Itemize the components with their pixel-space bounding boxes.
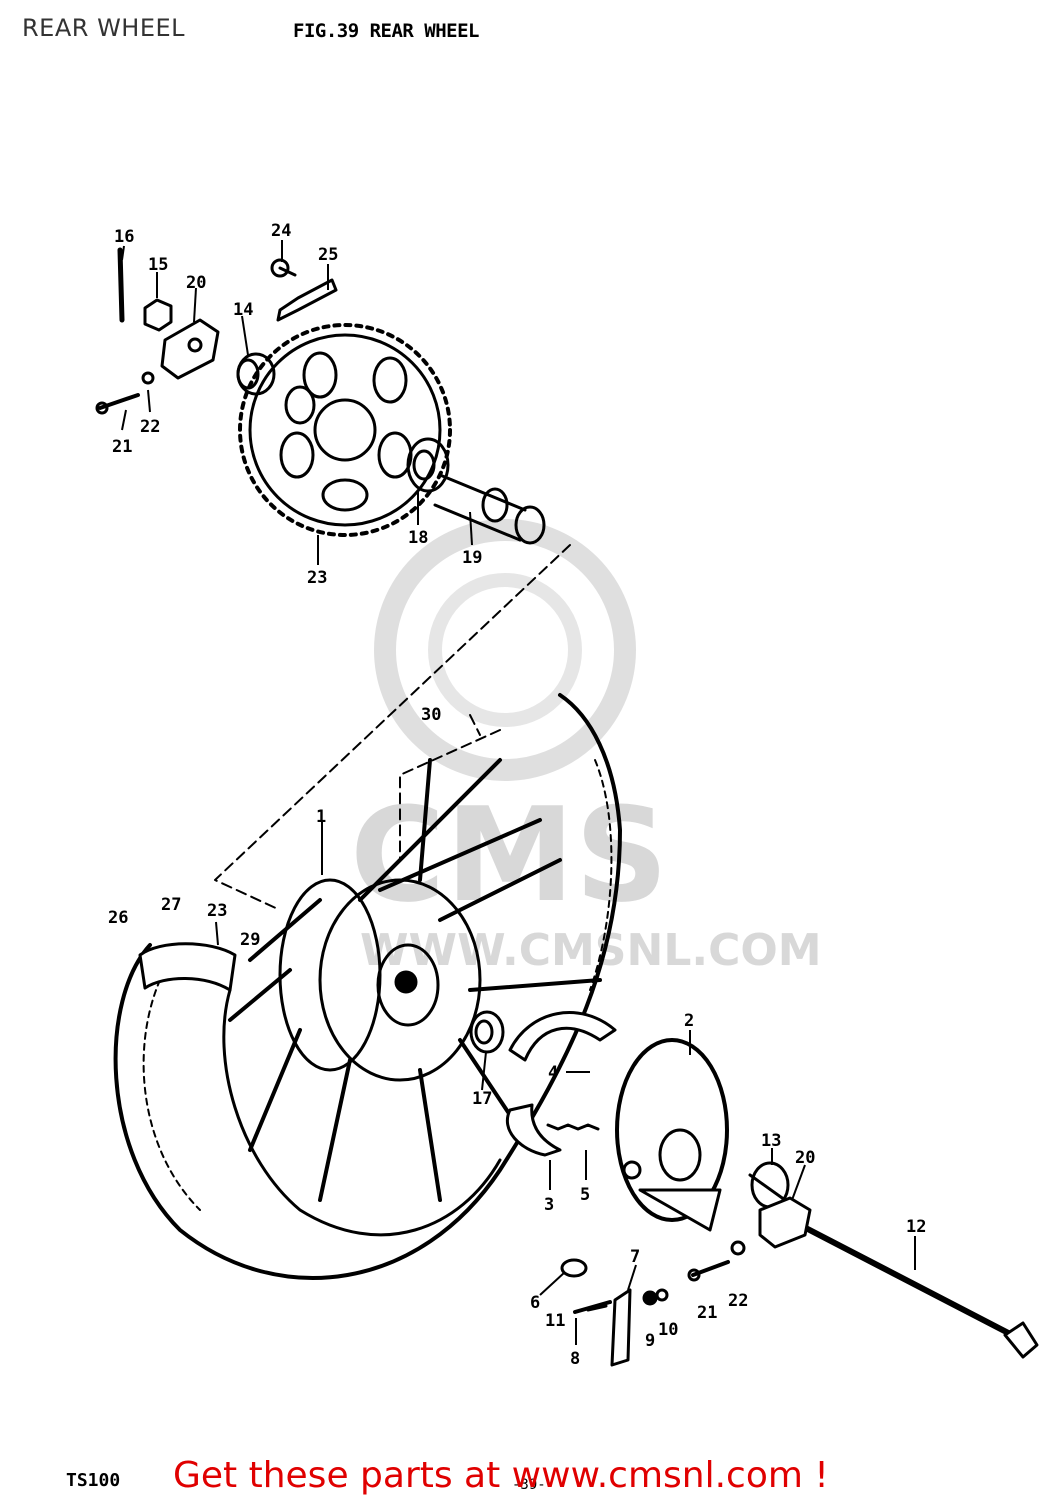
callout-5: 5 [580, 1185, 590, 1205]
callout-30: 30 [421, 705, 441, 725]
rim-band-27 [138, 942, 237, 992]
bolt-8 [573, 1300, 612, 1314]
callout-10: 10 [658, 1320, 678, 1340]
callout-13: 13 [761, 1131, 781, 1151]
callout-7: 7 [630, 1247, 640, 1267]
callout-21-lower: 21 [697, 1303, 717, 1323]
callout-22-lower: 22 [728, 1291, 748, 1311]
washer-10 [655, 1288, 669, 1302]
bolt-21-top [95, 393, 140, 415]
callout-12: 12 [906, 1217, 926, 1237]
callout-21-top: 21 [112, 437, 132, 457]
cam-lever-7 [610, 1288, 632, 1367]
callout-2: 2 [684, 1011, 694, 1031]
callout-labels: 16 15 20 14 24 25 21 22 23 18 19 30 1 26… [108, 221, 926, 1369]
callout-3: 3 [544, 1195, 554, 1215]
callout-20-top: 20 [186, 273, 206, 293]
callout-15: 15 [148, 255, 168, 275]
callout-19: 19 [462, 548, 482, 568]
figure-title: FIG.39 REAR WHEEL [293, 20, 479, 42]
get-parts-link[interactable]: Get these parts at www.cmsnl.com ! [173, 1455, 829, 1496]
callout-22-top: 22 [140, 417, 160, 437]
bearing-18 [406, 437, 450, 493]
callout-17: 17 [472, 1089, 492, 1109]
sprocket-bolt-16 [117, 247, 125, 323]
brake-shoes-4 [508, 1011, 617, 1062]
adjuster-20-axle [758, 1196, 812, 1249]
callout-24: 24 [271, 221, 291, 241]
rear-hub-1 [278, 878, 482, 1082]
brake-panel-2 [615, 1038, 729, 1232]
bearing-17 [469, 1010, 505, 1054]
callout-18: 18 [408, 528, 428, 548]
watermark-site: WWW.CMSNL.COM [360, 925, 822, 976]
spring-5 [546, 1123, 600, 1131]
tire-26 [113, 693, 622, 1280]
callout-8: 8 [570, 1349, 580, 1369]
callout-14: 14 [233, 300, 253, 320]
washer-22-top [141, 371, 155, 385]
model-code: TS100 [66, 1470, 121, 1491]
spokes [228, 758, 602, 1202]
page-number: -39- [512, 1477, 546, 1493]
callout-25: 25 [318, 245, 338, 265]
callout-4: 4 [548, 1063, 558, 1083]
spring-11 [586, 1304, 608, 1312]
brake-shoe-3 [506, 1103, 562, 1157]
axle-12 [797, 1222, 1039, 1359]
callout-1: 1 [316, 807, 326, 827]
washer-22-lower [730, 1240, 746, 1256]
bolt-21-lower [687, 1260, 730, 1282]
spacer-14 [236, 352, 276, 396]
nut-15 [143, 298, 173, 332]
washer-6 [560, 1258, 588, 1278]
callout-27: 27 [161, 895, 181, 915]
page-title: REAR WHEEL [22, 14, 186, 42]
rear-sprocket [238, 323, 452, 537]
callout-23-top: 23 [307, 568, 327, 588]
callout-23-wheel: 23 [207, 901, 227, 921]
callout-20-axle: 20 [795, 1148, 815, 1168]
watermark: CMS WWW.CMSNL.COM [350, 519, 822, 976]
lock-washer-25 [276, 278, 338, 322]
leader-lines [121, 240, 916, 1345]
nut-9 [642, 1290, 658, 1306]
callout-11: 11 [545, 1311, 565, 1331]
assembly-guide [214, 544, 571, 911]
callout-9: 9 [645, 1331, 655, 1351]
callout-6: 6 [530, 1293, 540, 1313]
callout-16: 16 [114, 227, 134, 247]
adjuster-20 [160, 318, 220, 380]
bolt-24 [270, 258, 297, 278]
callout-26: 26 [108, 908, 128, 928]
spacer-19 [433, 473, 546, 545]
callout-29: 29 [240, 930, 260, 950]
